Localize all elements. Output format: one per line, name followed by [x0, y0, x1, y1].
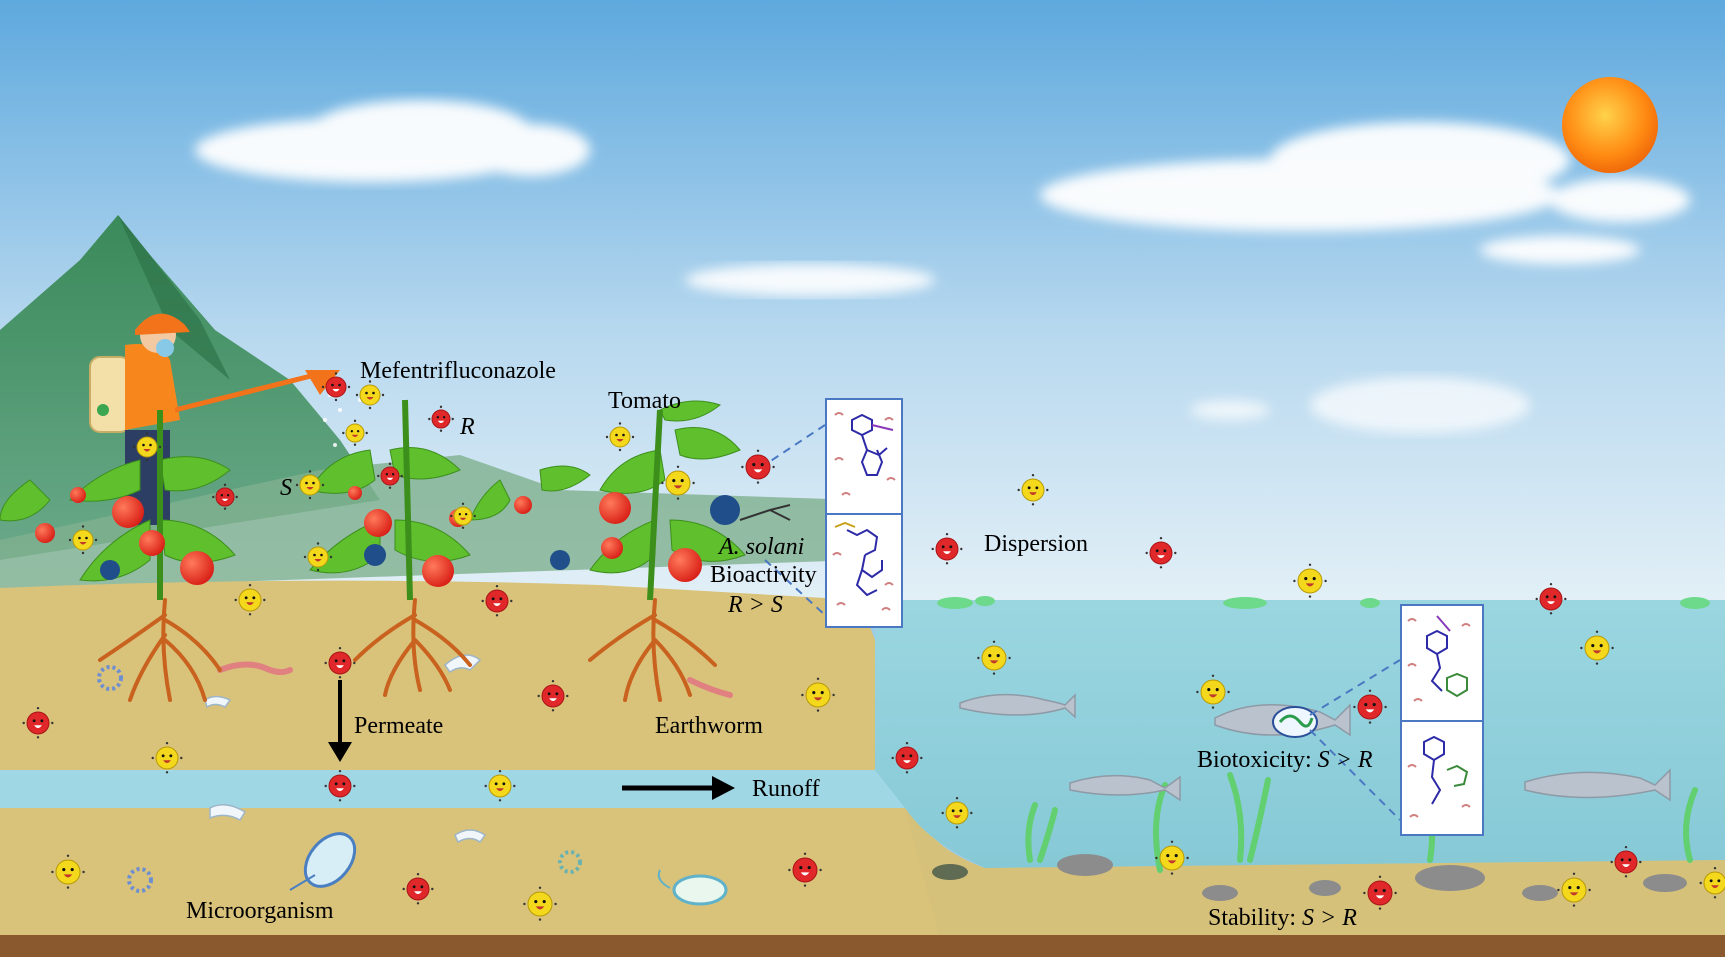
s-enantiomer-droplet	[801, 677, 835, 712]
earthworm-icon	[217, 661, 733, 698]
label-dispersion: Dispersion	[984, 531, 1088, 557]
s-enantiomer-droplet	[977, 640, 1011, 675]
s-enantiomer-droplet	[68, 525, 98, 555]
r-enantiomer-droplet	[212, 483, 238, 510]
cloud-icon	[685, 264, 935, 296]
r-enantiomer-droplet	[741, 449, 775, 484]
r-enantiomer-droplet	[324, 769, 356, 802]
label-stability: Stability: S > R	[1208, 906, 1357, 930]
s-enantiomer-droplet	[303, 542, 333, 572]
r-enantiomer-droplet	[1353, 689, 1387, 724]
label-stability-prefix: Stability:	[1208, 905, 1303, 931]
r-enantiomer-droplet	[891, 741, 923, 774]
s-enantiomer-droplet	[523, 886, 557, 921]
r-enantiomer-droplet	[1363, 875, 1397, 910]
r-enantiomer-droplet	[1145, 536, 1177, 569]
s-enantiomer-droplet	[484, 769, 516, 802]
docking-panel-icon	[827, 513, 901, 628]
cloud-icon	[195, 100, 590, 182]
s-enantiomer-droplet	[132, 432, 162, 462]
s-enantiomer-droplet	[51, 854, 85, 889]
topsoil	[0, 580, 875, 770]
r-enantiomer-droplet	[324, 646, 356, 679]
docking-panel-biotoxicity	[1400, 604, 1484, 836]
sun-icon	[1562, 77, 1658, 173]
label-bioactivity-relation: R > S	[728, 592, 783, 618]
label-microorganism: Microorganism	[186, 898, 334, 924]
s-enantiomer-droplet	[295, 470, 325, 500]
cloud-icon	[1040, 122, 1690, 264]
r-enantiomer-droplet	[377, 462, 403, 489]
s-enantiomer-droplet	[941, 796, 973, 829]
label-biotoxicity-prefix: Biotoxicity:	[1197, 747, 1318, 773]
label-s-enantiomer: S	[280, 475, 292, 501]
s-enantiomer-droplet	[1699, 866, 1725, 899]
cloud-icon	[1190, 377, 1530, 433]
r-enantiomer-droplet	[788, 852, 822, 887]
runoff-arrow	[622, 776, 735, 800]
root-icon	[98, 598, 717, 702]
groundwater-band	[0, 770, 905, 808]
callout-lines	[759, 424, 1401, 821]
label-tomato: Tomato	[608, 388, 681, 414]
fish-target-protein-icon	[1272, 706, 1318, 738]
fungus-spore-icon	[100, 495, 740, 580]
label-earthworm: Earthworm	[655, 713, 763, 739]
r-enantiomer-droplet	[481, 584, 513, 617]
s-enantiomer-droplet	[450, 502, 476, 529]
label-permeate: Permeate	[354, 713, 444, 739]
s-enantiomer-droplet	[355, 380, 385, 410]
r-enantiomer-droplet	[321, 372, 351, 402]
docking-panel-bioactivity	[825, 398, 903, 628]
fungus-probe-icon	[739, 504, 791, 521]
label-runoff: Runoff	[752, 776, 820, 802]
label-bioactivity: Bioactivity	[710, 562, 817, 588]
label-a-solani: A. solani	[719, 534, 805, 560]
r-enantiomer-droplet	[22, 706, 54, 739]
r-enantiomer-droplet	[1610, 845, 1642, 878]
stones	[932, 854, 1687, 901]
s-enantiomer-droplet	[342, 419, 368, 446]
label-r-enantiomer: R	[460, 414, 475, 440]
r-enantiomer-droplet	[931, 532, 963, 565]
r-enantiomer-droplet	[402, 872, 434, 905]
bedrock	[0, 935, 1725, 957]
label-biotoxicity-relation: S > R	[1317, 747, 1373, 773]
r-enantiomer-droplet	[1535, 582, 1567, 615]
floating-plants	[937, 596, 1710, 609]
s-enantiomer-droplet	[151, 741, 183, 774]
permeate-arrow	[328, 680, 352, 762]
label-biotoxicity: Biotoxicity: S > R	[1197, 748, 1373, 772]
docking-panel-icon	[1402, 720, 1482, 836]
docking-panel-icon	[827, 400, 901, 513]
label-mefentrifluconazole: Mefentrifluconazole	[360, 358, 556, 384]
s-enantiomer-droplet	[1155, 840, 1189, 875]
lake-bed	[905, 808, 1725, 940]
s-enantiomer-droplet	[605, 422, 635, 452]
enantiomer-molecules	[22, 372, 1725, 921]
tomato-fruit	[35, 486, 702, 587]
s-enantiomer-droplet	[1580, 630, 1614, 665]
microorganism-icon	[97, 654, 728, 906]
s-enantiomer-droplet	[1017, 473, 1049, 506]
s-enantiomer-droplet	[661, 465, 695, 500]
r-enantiomer-droplet	[428, 405, 454, 432]
s-enantiomer-droplet	[1557, 872, 1591, 907]
s-enantiomer-droplet	[1293, 563, 1327, 598]
docking-panel-icon	[1402, 606, 1482, 720]
s-enantiomer-droplet	[234, 583, 266, 616]
label-stability-relation: S > R	[1302, 905, 1357, 931]
r-enantiomer-droplet	[537, 679, 569, 712]
s-enantiomer-droplet	[1196, 674, 1230, 709]
